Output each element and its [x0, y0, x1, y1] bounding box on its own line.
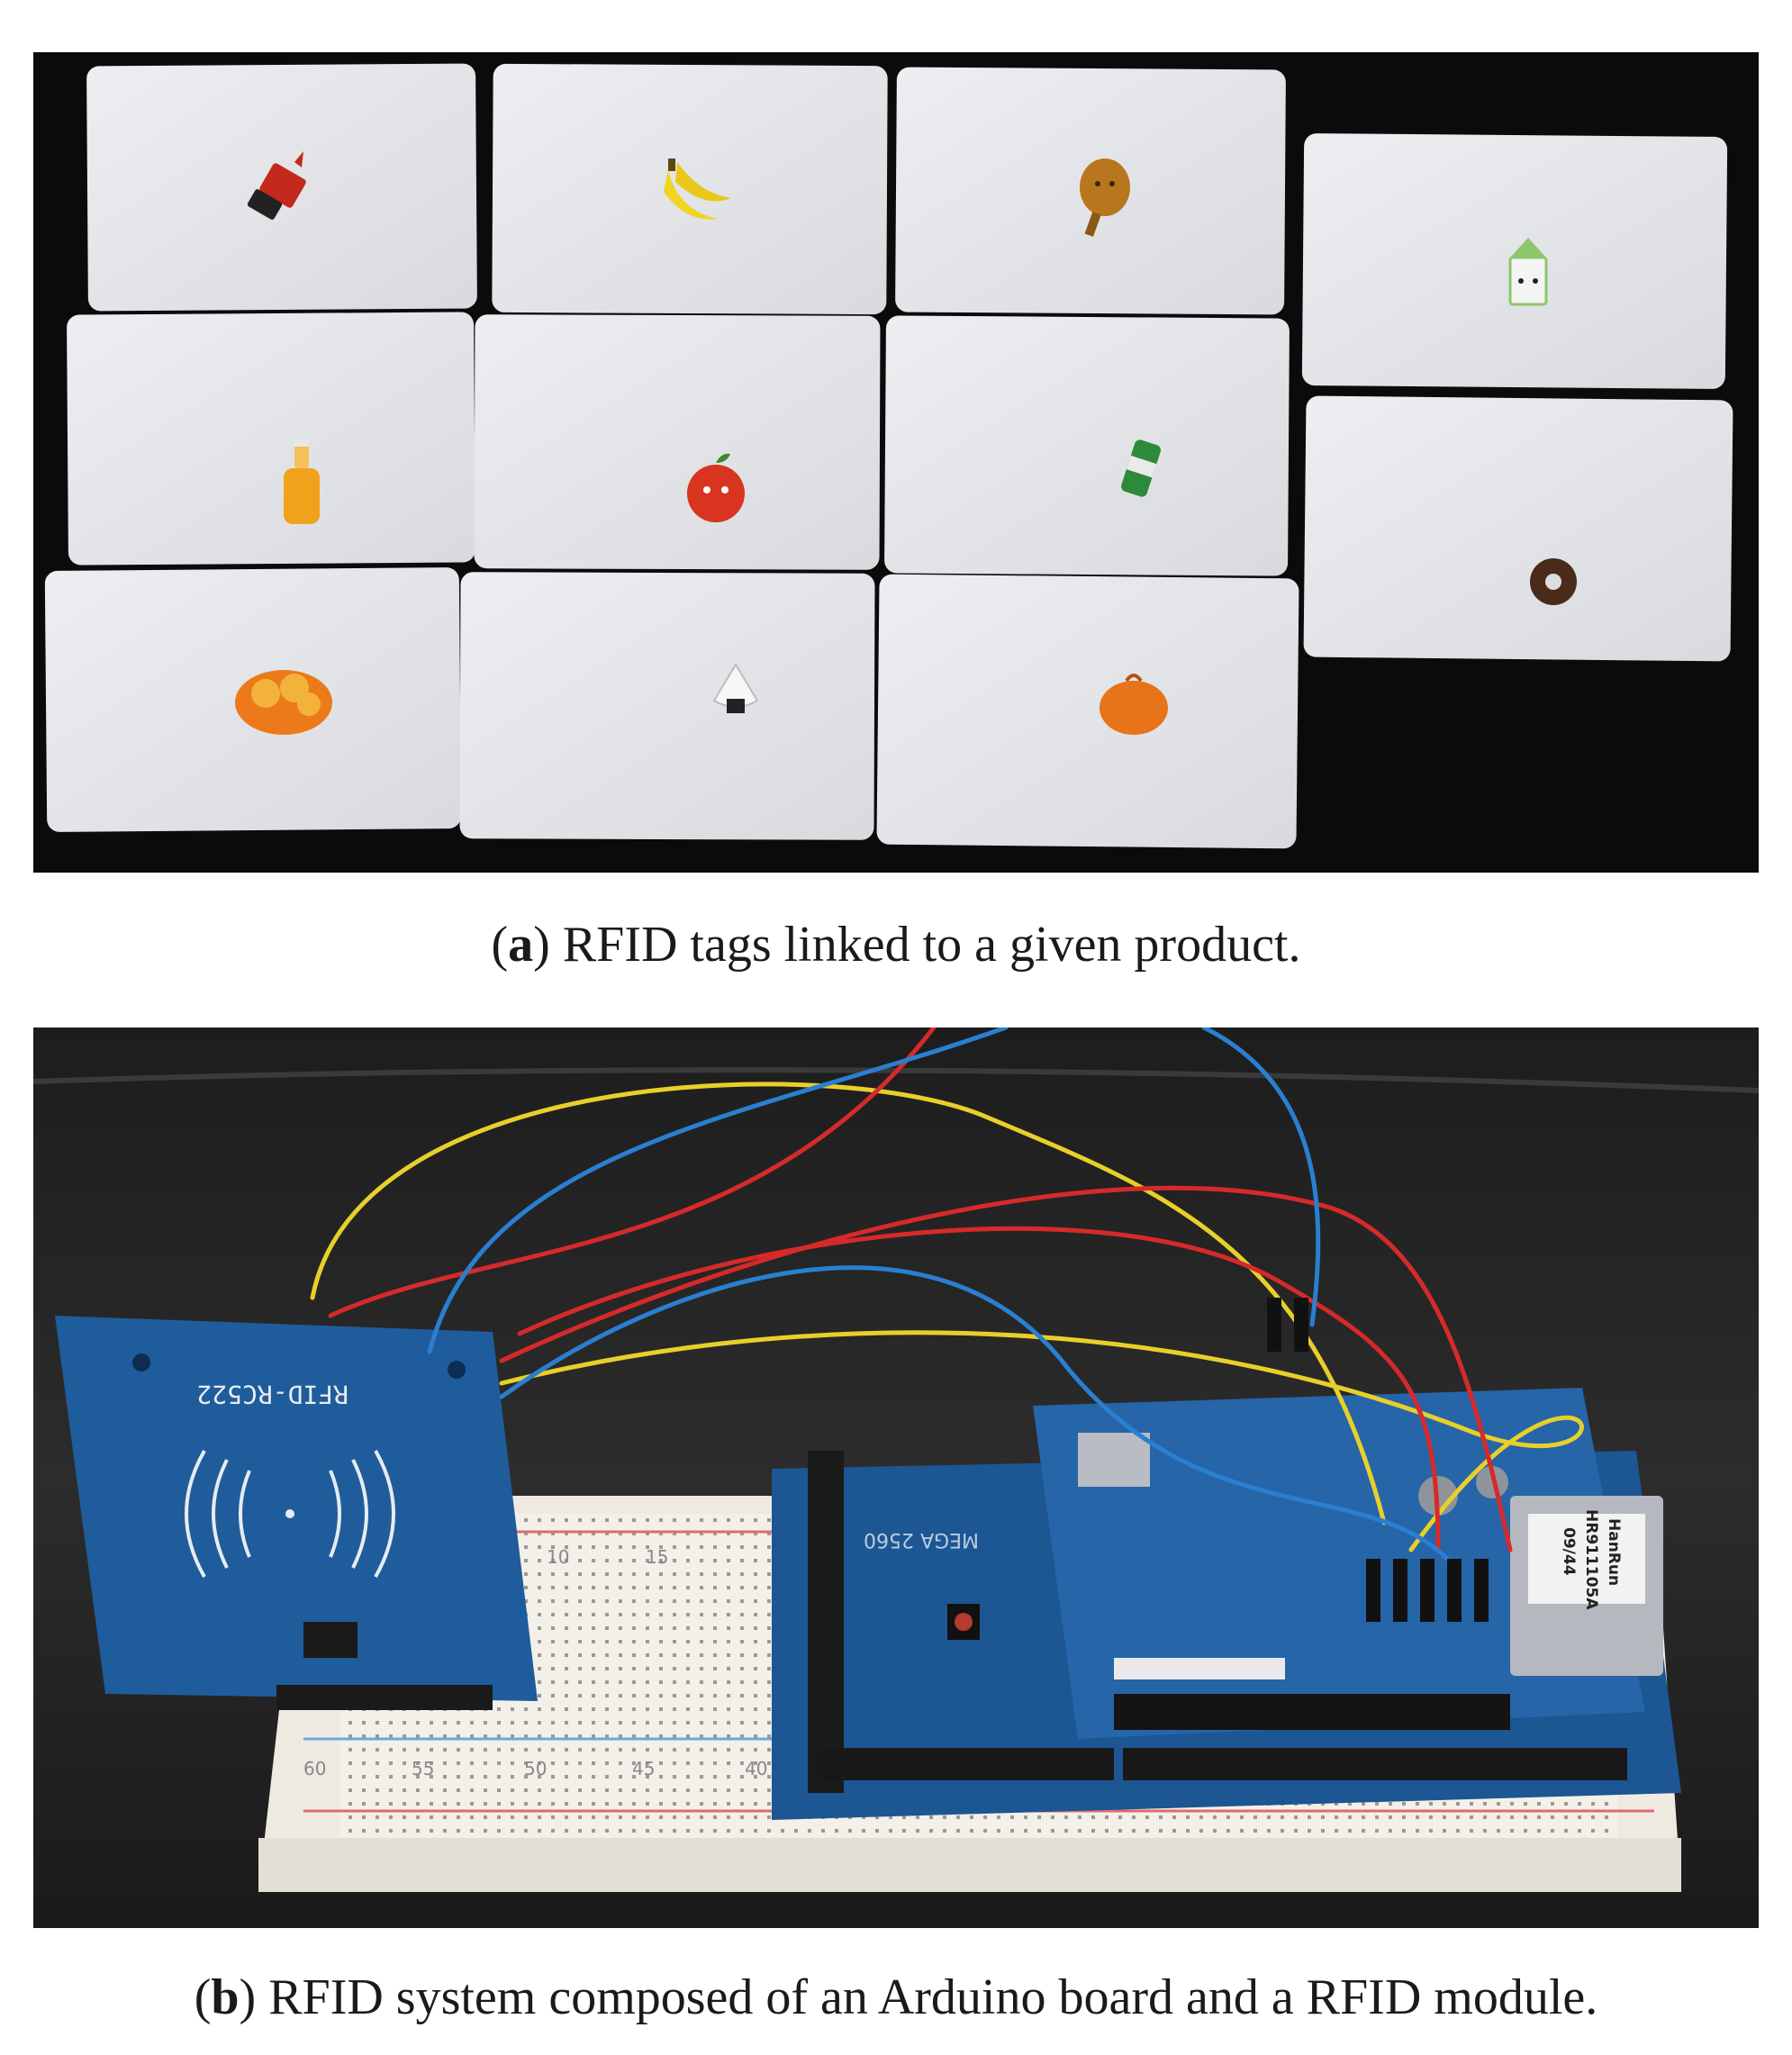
mega-board-label: MEGA 2560 [864, 1528, 979, 1551]
ethernet-jack-date: 09/44 [1560, 1527, 1578, 1576]
caption-a-label: a [508, 917, 534, 973]
rfid-card [884, 315, 1290, 576]
ethernet-jack-part: HR911105A [1582, 1509, 1600, 1610]
jumper-wires [310, 1028, 1584, 1562]
caption-a: (a) RFID tags linked to a given product. [491, 917, 1301, 973]
breadboard-number: 45 [632, 1758, 655, 1779]
caption-b-label: b [211, 1969, 240, 2025]
wire-red [499, 1185, 1513, 1553]
wire-red [517, 1226, 1441, 1553]
ethernet-jack: HanRun HR911105A 09/44 [1510, 1496, 1663, 1676]
banana-icon [664, 158, 731, 220]
ethernet-jack-model: HanRun [1605, 1518, 1623, 1586]
rfid-card [1303, 395, 1733, 662]
breadboard-number: 60 [303, 1758, 326, 1779]
orange-bun-icon [1100, 674, 1168, 735]
caption-b: (b) RFID system composed of an Arduino b… [194, 1969, 1598, 2025]
cookie-icon [235, 670, 332, 735]
wire-red [328, 1028, 937, 1318]
rfid-tags-photo [33, 52, 1759, 873]
header-pins [1267, 1298, 1489, 1622]
rfid-card [67, 312, 475, 566]
wire-blue [427, 1028, 1009, 1354]
arduino-rfid-photo: 10 15 40 45 50 55 60 MEGA 2560 [33, 1028, 1759, 1928]
rfid-tags-illustration [44, 63, 1733, 849]
rfid-card [474, 314, 881, 570]
arduino-rfid-illustration: 10 15 40 45 50 55 60 MEGA 2560 [33, 1028, 1759, 1928]
rice-ball-icon [712, 663, 759, 713]
wire-yellow [499, 1330, 1584, 1553]
wire-blue [1201, 1028, 1321, 1327]
breadboard-number: 40 [745, 1758, 767, 1779]
milk-carton-icon [1508, 238, 1548, 306]
chicken-leg-icon [1080, 158, 1130, 237]
breadboard-number: 55 [412, 1758, 434, 1779]
caption-a-text: RFID tags linked to a given product. [562, 917, 1301, 973]
wire-blue [499, 1265, 1450, 1562]
rfid-module-label: RFID-RC522 [196, 1380, 348, 1409]
breadboard-number: 10 [547, 1546, 569, 1568]
breadboard-number: 15 [646, 1546, 668, 1568]
rfid-module: RFID-RC522 [55, 1316, 538, 1710]
breadboard-number: 50 [524, 1758, 547, 1779]
apple-icon [687, 453, 745, 522]
donut-icon [1530, 558, 1577, 605]
devil-icon [247, 151, 306, 220]
soda-can-icon [1121, 439, 1161, 497]
rfid-card [459, 572, 875, 840]
juice-bottle-icon [284, 439, 320, 524]
rfid-card [876, 574, 1299, 849]
caption-b-text: RFID system composed of an Arduino board… [268, 1969, 1598, 2025]
